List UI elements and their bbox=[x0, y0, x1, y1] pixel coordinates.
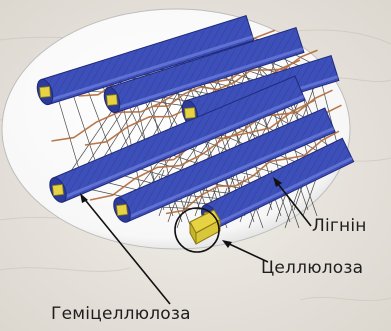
cellulose-core bbox=[107, 95, 118, 106]
cellulose-core bbox=[185, 108, 196, 119]
cellulose-core bbox=[52, 184, 63, 195]
cellulose-core bbox=[116, 204, 127, 215]
cellulose-label: Целлюлоза bbox=[261, 258, 363, 278]
cellulose-core bbox=[40, 87, 51, 98]
lignin-label: Лігнін bbox=[312, 216, 367, 236]
hemicellulose-label: Геміцеллюлоза bbox=[51, 304, 191, 324]
